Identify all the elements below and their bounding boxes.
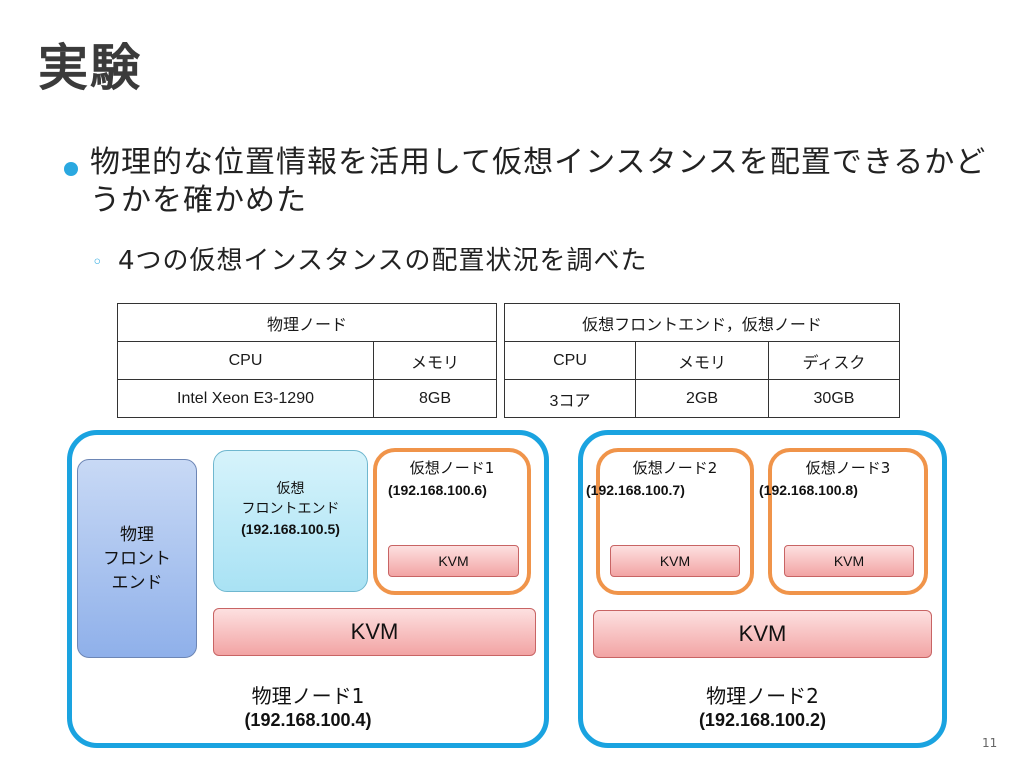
sub-bullet: 4つの仮想インスタンスの配置状況を調べた <box>118 246 648 276</box>
physical-val-memory: 8GB <box>373 379 497 418</box>
virtual-node-2-ip: (192.168.100.7) <box>586 482 685 498</box>
virtual-node-1 <box>373 448 531 595</box>
slide-title: 実験 <box>38 39 142 97</box>
physical-frontend-line3: エンド <box>111 572 163 593</box>
virtual-node-3-ip: (192.168.100.8) <box>759 482 858 498</box>
virtual-spec-table: 仮想フロントエンド，仮想ノード CPU メモリ ディスク 3コア 2GB 30G… <box>504 303 900 418</box>
virtual-col-memory: メモリ <box>635 341 769 380</box>
physical-frontend: 物理 フロント エンド <box>77 459 197 658</box>
virtual-frontend-ip: (192.168.100.5) <box>241 521 340 537</box>
virtual-node-2-label: 仮想ノード2 <box>632 459 718 477</box>
virtual-node-1-ip: (192.168.100.6) <box>388 482 487 498</box>
bullet-dot-icon <box>64 162 78 176</box>
virtual-table-header: 仮想フロントエンド，仮想ノード <box>504 303 900 342</box>
physical-node-1-kvm: KVM <box>213 608 536 656</box>
virtual-frontend-line1: 仮想 <box>276 481 305 497</box>
physical-node-2-ip: (192.168.100.2) <box>698 710 827 730</box>
virtual-val-disk: 30GB <box>768 379 900 418</box>
main-bullet: 物理的な位置情報を活用して仮想インスタンスを配置できるかどうかを確かめた <box>90 145 987 218</box>
physical-node-2-label: 物理ノード2 <box>706 684 819 708</box>
physical-node-2 <box>578 430 947 748</box>
physical-node-1-ip: (192.168.100.4) <box>244 710 372 730</box>
virtual-frontend-line2: フロントエンド <box>241 501 340 517</box>
physical-node-1-label: 物理ノード1 <box>251 684 365 708</box>
virtual-frontend: 仮想 フロントエンド (192.168.100.5) <box>213 450 368 592</box>
physical-val-cpu: Intel Xeon E3-1290 <box>117 379 374 418</box>
virtual-node-1-label: 仮想ノード1 <box>409 459 495 477</box>
virtual-node-3-label: 仮想ノード3 <box>805 459 891 477</box>
virtual-col-disk: ディスク <box>768 341 900 380</box>
virtual-val-cpu: 3コア <box>504 379 636 418</box>
physical-node-spec-table: 物理ノード CPU メモリ Intel Xeon E3-1290 8GB <box>117 303 497 418</box>
physical-col-cpu: CPU <box>117 341 374 380</box>
page-number: 11 <box>982 736 998 750</box>
physical-frontend-line1: 物理 <box>120 524 154 545</box>
virtual-col-cpu: CPU <box>504 341 636 380</box>
virtual-node-2-kvm: KVM <box>610 545 740 577</box>
physical-table-header: 物理ノード <box>117 303 497 342</box>
sub-bullet-marker: ◦ <box>92 252 103 273</box>
physical-frontend-line2: フロント <box>103 548 171 569</box>
virtual-node-3-kvm: KVM <box>784 545 914 577</box>
physical-col-memory: メモリ <box>373 341 497 380</box>
virtual-val-memory: 2GB <box>635 379 769 418</box>
virtual-node-2 <box>596 448 754 595</box>
virtual-node-1-kvm: KVM <box>388 545 519 577</box>
virtual-node-3 <box>768 448 928 595</box>
physical-node-2-kvm: KVM <box>593 610 932 658</box>
